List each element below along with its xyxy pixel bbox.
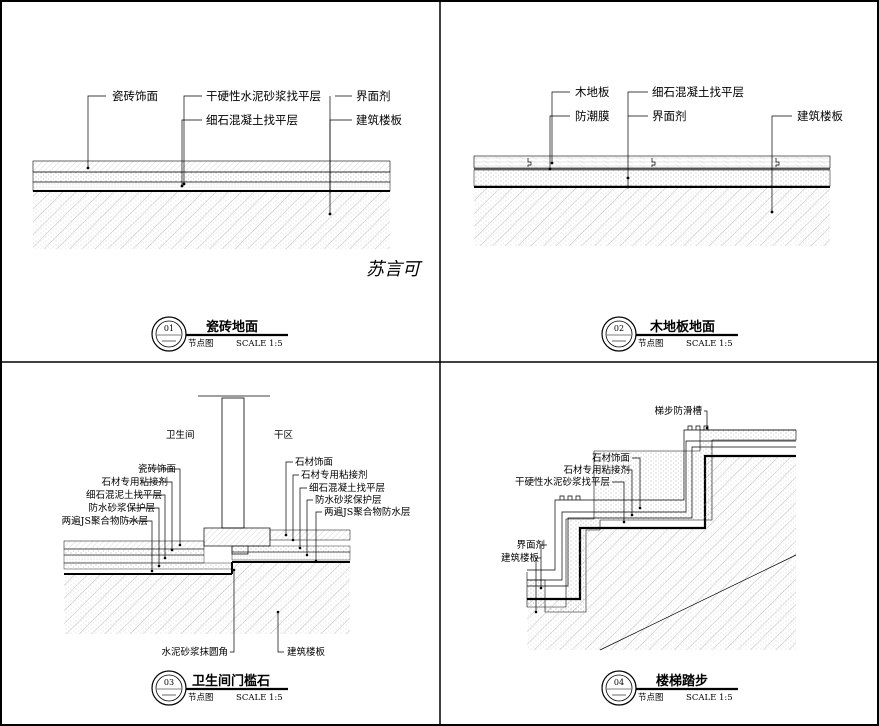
- label-screed: 细石混凝土找平层: [652, 85, 744, 99]
- label-stone-adhesive: 石材专用粘接剂: [301, 469, 368, 481]
- leader-line: [181, 119, 202, 186]
- panel-tile-floor: 瓷砖饰面 干硬性水泥砂浆找平层 界面剂 细石混凝土找平层 建筑楼板 苏言可 01…: [32, 89, 423, 352]
- detail-scale: SCALE 1:5: [236, 339, 283, 349]
- panel-wood-floor: 木地板 细石混凝土找平层 防潮膜 界面剂 建筑楼板 02 木地板地面 节点图 S…: [473, 85, 843, 352]
- detail-subtitle: 节点图: [188, 693, 214, 703]
- label-waterproof-mortar: 防水砂浆保护层: [315, 494, 382, 506]
- detail-scale: SCALE 1:5: [686, 339, 733, 349]
- label-js-waterproof: 两遍JS聚合物防水层: [62, 515, 148, 527]
- label-slab: 建筑楼板: [287, 646, 326, 658]
- label-dry-mortar: 干硬性水泥砂浆找平层: [206, 89, 321, 103]
- interface-agent-line: [527, 454, 796, 601]
- mortar-layer: [32, 171, 391, 183]
- panel-stair-step: 梯步防滑槽 石材饰面 石材专用粘接剂 干硬性水泥砂浆找平层 界面剂 建筑楼板 0…: [501, 405, 797, 706]
- label-stone-adhesive: 石材专用粘接剂: [563, 464, 630, 476]
- stone-layer: [269, 529, 351, 541]
- leader-line: [771, 115, 792, 212]
- door-frame: [221, 397, 245, 529]
- tile-layer: [32, 160, 391, 173]
- leader-line: [551, 91, 570, 163]
- label-mortar-fillet: 水泥砂浆抹圆角: [161, 646, 228, 658]
- title-block: 02 木地板地面 节点图 SCALE 1:5: [601, 316, 738, 352]
- label-anti-slip-groove: 梯步防滑槽: [654, 405, 702, 417]
- label-dry-mortar: 干硬性水泥砂浆找平层: [515, 476, 610, 488]
- detail-title: 木地板地面: [649, 319, 715, 335]
- detail-subtitle: 节点图: [638, 693, 664, 703]
- threshold-stone: [203, 527, 271, 547]
- detail-number: 01: [164, 324, 174, 333]
- detail-subtitle: 节点图: [188, 339, 214, 349]
- label-stone-finish: 石材饰面: [295, 456, 333, 468]
- detail-number: 03: [164, 678, 174, 687]
- label-tile-finish: 瓷砖饰面: [112, 89, 158, 103]
- label-screed: 细石混泥土找平层: [86, 489, 162, 501]
- label-tile-finish: 瓷砖饰面: [138, 463, 176, 475]
- detail-title: 楼梯踏步: [656, 673, 708, 689]
- title-block: 04 楼梯踏步 节点图 SCALE 1:5: [601, 670, 738, 706]
- leader-line: [549, 115, 570, 169]
- tile-layer: [63, 540, 205, 550]
- title-block: 01 瓷砖地面 节点图 SCALE 1:5: [151, 316, 288, 352]
- screed-layer: [32, 181, 391, 192]
- signature: 苏言可: [366, 259, 423, 280]
- label-screed: 细石混凝土找平层: [309, 482, 385, 494]
- label-interface-agent: 界面剂: [516, 539, 545, 551]
- zone-bathroom: 卫生间: [166, 429, 195, 441]
- zone-dry-area: 干区: [274, 430, 294, 441]
- detail-scale: SCALE 1:5: [686, 693, 733, 703]
- label-slab: 建筑楼板: [356, 113, 402, 127]
- screed-layer: [473, 169, 831, 187]
- detail-title: 瓷砖地面: [206, 319, 258, 335]
- label-moisture-film: 防潮膜: [575, 109, 610, 123]
- detail-title: 卫生间门槛石: [192, 673, 270, 689]
- label-wood-floor: 木地板: [575, 85, 610, 99]
- label-stone-adhesive: 石材专用粘接剂: [101, 476, 168, 488]
- detail-subtitle: 节点图: [638, 339, 664, 349]
- leader-line: [183, 95, 202, 184]
- label-js-waterproof: 两遍JS聚合物防水层: [324, 506, 410, 518]
- label-stone-finish: 石材饰面: [592, 452, 630, 464]
- detail-number: 04: [614, 678, 624, 687]
- label-interface-agent: 界面剂: [356, 89, 391, 103]
- leader-line: [627, 91, 648, 178]
- label-slab: 建筑楼板: [501, 552, 540, 564]
- leader-line: [87, 95, 106, 168]
- label-interface-agent: 界面剂: [652, 109, 687, 123]
- detail-scale: SCALE 1:5: [236, 693, 283, 703]
- label-screed: 细石混凝土找平层: [206, 113, 298, 127]
- label-waterproof-mortar: 防水砂浆保护层: [88, 502, 155, 514]
- title-block: 03 卫生间门槛石 节点图 SCALE 1:5: [151, 670, 288, 706]
- detail-number: 02: [614, 324, 624, 333]
- panel-bathroom-threshold: 卫生间 干区 瓷砖饰面 石材专用粘接剂 细石混泥土找平层 防水砂浆保护层 两遍J: [62, 395, 410, 706]
- label-slab: 建筑楼板: [797, 109, 843, 123]
